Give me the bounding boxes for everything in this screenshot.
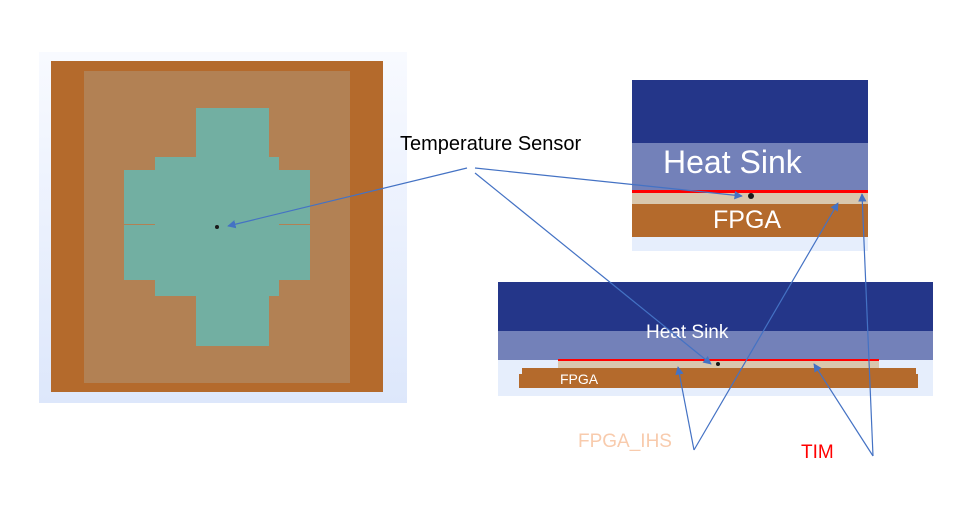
arrow-ihs-to-full — [675, 366, 695, 451]
heat-sink-base-zoomed — [632, 143, 868, 191]
fpga-substrate-top-full — [522, 368, 916, 375]
heat-sink-fins-full — [498, 282, 933, 331]
heat-sink-base-full — [498, 331, 933, 360]
sensor-dot-zoomed — [748, 193, 754, 199]
sensor-dot-top-view — [215, 225, 219, 229]
arrow-ihs-to-zoomed — [693, 202, 839, 451]
arrow-sensor-to-top-view — [227, 167, 468, 229]
heat-sink-label-large: Heat Sink — [663, 144, 802, 180]
fpga-label-small: FPGA — [560, 371, 599, 387]
fpga-layer-zoomed — [632, 204, 868, 237]
temperature-sensor-label: Temperature Sensor — [400, 133, 582, 155]
heat-sink-fins-zoomed — [632, 80, 868, 143]
tim-layer-zoomed — [632, 190, 868, 193]
fpga-substrate-bottom-full — [519, 374, 918, 388]
arrow-sensor-to-full — [474, 172, 712, 365]
tim-layer-full — [558, 359, 879, 361]
arrow-tim-to-full — [813, 363, 874, 457]
arrow-tim-to-zoomed — [858, 193, 874, 457]
arrow-sensor-to-zoomed — [474, 167, 743, 200]
tim-label: TIM — [801, 442, 834, 463]
die-seam-right — [279, 224, 310, 225]
fpga-label-large: FPGA — [713, 206, 782, 234]
sensor-dot-full — [716, 362, 720, 366]
die-seam-left — [124, 224, 155, 225]
fpga-ihs-label: FPGA_IHS — [578, 431, 672, 452]
